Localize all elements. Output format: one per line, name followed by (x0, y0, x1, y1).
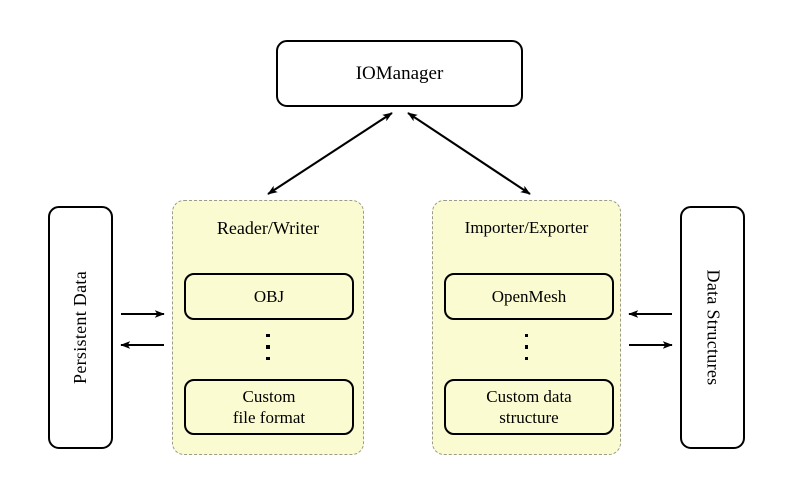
node-iomanager[interactable]: IOManager (276, 40, 523, 107)
ellipsis-dot (266, 356, 270, 361)
node-custom-file-format-label: Custom file format (233, 386, 305, 429)
ellipsis-reader-writer (173, 334, 363, 361)
node-openmesh-label: OpenMesh (491, 286, 567, 306)
ellipsis-dot (524, 356, 529, 361)
node-persistent-data-label: Persistent Data (70, 271, 91, 384)
group-importer-exporter[interactable]: Importer/Exporter OpenMesh Custom data s… (432, 200, 621, 455)
node-data-structures[interactable]: Data Structures (680, 206, 745, 449)
ellipsis-dot (524, 334, 529, 338)
node-obj-label: OBJ (253, 286, 285, 306)
group-reader-writer-title: Reader/Writer (216, 218, 320, 238)
node-custom-file-format-line2: file format (232, 408, 306, 427)
node-custom-data-structure[interactable]: Custom data structure (444, 379, 614, 435)
node-obj[interactable]: OBJ (184, 273, 354, 320)
ellipsis-dot (524, 345, 529, 349)
node-custom-data-structure-line2: structure (499, 408, 559, 427)
node-custom-file-format-line1: Custom (242, 386, 296, 406)
connector-iomanager-importerexporter (407, 112, 531, 195)
node-custom-data-structure-line1: Custom data (486, 386, 572, 406)
ellipsis-dot (266, 334, 270, 338)
node-data-structures-label: Data Structures (703, 269, 723, 386)
node-custom-data-structure-label: Custom data structure (486, 386, 571, 429)
group-importer-exporter-title: Importer/Exporter (464, 218, 589, 237)
node-custom-file-format[interactable]: Custom file format (184, 379, 354, 435)
group-reader-writer[interactable]: Reader/Writer OBJ Custom file format (172, 200, 364, 455)
node-persistent-data[interactable]: Persistent Data (48, 206, 113, 449)
node-openmesh[interactable]: OpenMesh (444, 273, 614, 320)
ellipsis-dot (266, 345, 270, 349)
connector-iomanager-readerwriter (267, 112, 393, 195)
node-iomanager-label: IOManager (355, 62, 444, 84)
ellipsis-importer-exporter (433, 334, 620, 361)
